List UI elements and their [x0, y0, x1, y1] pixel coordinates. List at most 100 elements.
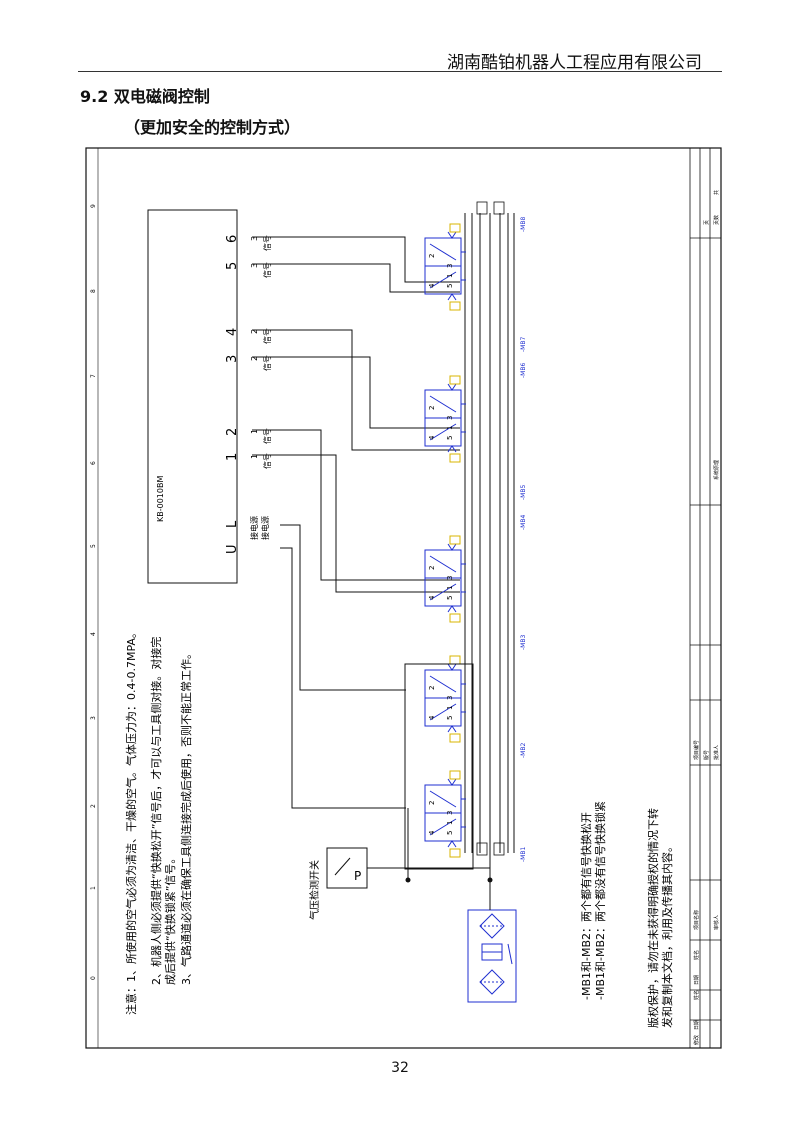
valve-port-label: 1 [446, 426, 454, 430]
valve-port-label: 3 [446, 696, 454, 700]
valve-symbol [424, 223, 466, 311]
page-label: 共 [713, 190, 720, 195]
valve-port-label: 5 [446, 831, 454, 835]
signal-tag: 1 [250, 454, 259, 459]
valve-port-label: 5 [446, 716, 454, 720]
signal-tag: 2 [250, 329, 259, 334]
valve-port-label: 5 [446, 596, 454, 600]
company-name: 湖南酷铂机器人工程应用有限公司 [447, 53, 702, 73]
valve-symbol [424, 535, 466, 623]
grid-number: 8 [90, 289, 97, 293]
drawing-name: 系统原理 [713, 460, 720, 480]
valve-port-label: 4 [428, 595, 436, 600]
header-divider [78, 71, 722, 72]
valve-tag: -MB7 [520, 337, 527, 352]
terminal-5: 5 [225, 262, 240, 270]
valve-port-label: 1 [446, 274, 454, 278]
valve-tag: -MB2 [520, 743, 527, 758]
signal-tag: 3 [250, 263, 259, 268]
valve-port-label: 4 [428, 283, 436, 288]
page-label: 页数 [713, 215, 720, 225]
valve-port-label: 2 [428, 686, 436, 690]
manifold-caps [476, 201, 505, 856]
valve-port-label: 4 [428, 435, 436, 440]
title-block [689, 148, 721, 1048]
drawing-inner-frame [97, 147, 722, 1049]
valve-port-label: 4 [428, 715, 436, 720]
status-lines: -MB1和-MB2：两个都有信号快换松开-MB1和-MB2：两个都没有信号快换锁… [579, 801, 607, 1000]
title-row-label: 批准人 [713, 745, 720, 760]
valve-port-label: 5 [446, 436, 454, 440]
power-label-1: 接电源 [249, 516, 259, 540]
copyright-line: 发和复制本文档，利用及传播其内容。 [660, 841, 674, 1028]
terminal-4: 4 [225, 328, 240, 336]
valve-port-label: 3 [446, 264, 454, 268]
terminal-1: 1 [225, 453, 240, 461]
note-line: 注意：1、所使用的空气必须为清洁、干燥的空气。气体压力为：0.4-0.7MPA。 [124, 627, 138, 1015]
title-col-label: 修改 [693, 1035, 700, 1045]
signal-text: 信号 [262, 262, 272, 278]
section-subtitle: （更加安全的控制方式） [124, 118, 301, 137]
grid-number: 4 [90, 632, 97, 636]
valve-tag: -MB3 [520, 635, 527, 650]
page-label: 页 [704, 220, 710, 225]
valve-port-label: 2 [428, 801, 436, 805]
valve-tag: -MB6 [520, 363, 527, 378]
signal-text: 信号 [262, 453, 272, 469]
grid-number: 5 [90, 544, 97, 548]
section-title: 9.2 双电磁阀控制 [80, 87, 210, 106]
copyright-block: 版权保护，请勿在未获得明确授权的情况下转发和复制本文档，利用及传播其内容。 [646, 808, 674, 1028]
valve-symbol [424, 375, 466, 463]
grid-number: 3 [90, 716, 97, 720]
valve-port-label: 1 [446, 821, 454, 825]
signal-tag: 2 [250, 356, 259, 361]
valve-symbol [424, 770, 466, 858]
pressure-switch-label: 气压检测开关 [308, 860, 321, 920]
signal-text: 信号 [262, 355, 272, 371]
title-col-label: 姓名 [693, 990, 700, 1000]
grid-number: 0 [90, 976, 97, 980]
controller-model: KB-0010BM [156, 476, 165, 522]
title-col-label: 日期 [694, 1020, 700, 1030]
terminal-L: L [225, 520, 240, 528]
title-row-label: 版号 [703, 750, 710, 760]
title-row-label: 项目名称 [693, 910, 700, 930]
terminal-2: 2 [225, 428, 240, 436]
valve-tag: -MB4 [520, 515, 527, 530]
valve-port-label: 2 [428, 254, 436, 258]
title-block-texts: 修改日期姓名日期姓名项目名称项目编号版号批准人审核人系统原理页页数共 [693, 190, 720, 1045]
signal-text: 信号 [262, 235, 272, 251]
valve-port-label: 3 [446, 811, 454, 815]
valve-port-label: 3 [446, 416, 454, 420]
valve-port-label: 2 [428, 566, 436, 570]
valve-symbol [424, 655, 466, 743]
signal-tag: 3 [250, 236, 259, 241]
mb1-mb2-group-box [404, 663, 474, 870]
page-number: 32 [391, 1060, 409, 1076]
title-col-label: 姓名 [693, 950, 700, 960]
valve-tag: -MB8 [520, 217, 527, 232]
note-line: 成后提供“快换锁紧”信号。 [163, 853, 177, 985]
title-row-label: 审核人 [713, 915, 720, 930]
signal-wires [252, 236, 460, 809]
grid-number: 6 [90, 461, 97, 465]
signal-text: 信号 [262, 428, 272, 444]
valve-tag: -MB5 [520, 485, 527, 500]
grid-number: 2 [90, 804, 97, 808]
pressure-switch-p: P [354, 869, 361, 883]
signal-text: 信号 [262, 328, 272, 344]
signal-tag: 1 [250, 429, 259, 434]
controller-box [147, 209, 238, 584]
copyright-line: 版权保护，请勿在未获得明确授权的情况下转 [646, 808, 660, 1028]
grid-number: 7 [90, 374, 97, 378]
valve-stack: 4 2 5 1 3 4 2 5 1 3 4 2 5 1 3 4 2 5 1 3 [424, 223, 466, 858]
filter-regulator-unit [467, 909, 517, 1003]
notes-block: 注意：1、所使用的空气必须为清洁、干燥的空气。气体压力为：0.4-0.7MPA。… [124, 627, 193, 1015]
terminal-6: 6 [225, 235, 240, 243]
status-line: -MB1和-MB2：两个都有信号快换松开 [579, 812, 593, 1000]
manifold-rails [464, 213, 515, 853]
valve-port-label: 4 [428, 830, 436, 835]
valve-port-label: 1 [446, 586, 454, 590]
power-label-2: 接电源 [260, 516, 270, 540]
